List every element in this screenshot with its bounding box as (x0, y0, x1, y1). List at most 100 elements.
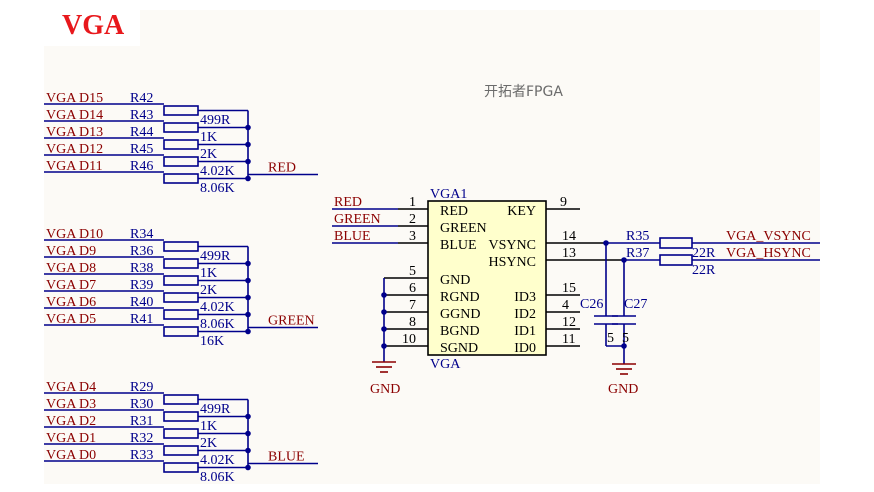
value-r35: 22R (692, 246, 716, 261)
ladder-row: VGA D10 R34 499R (44, 227, 248, 264)
right-pin-15: 15 ID3 (514, 281, 580, 305)
output-net-label: BLUE (268, 450, 305, 465)
right-pin-4: 4 ID2 (514, 298, 580, 322)
pin-name: ID2 (514, 307, 536, 322)
sync-section: R35 R37 22R 22R VGA_VSYNC VGA_HSYNC C26 … (580, 229, 820, 397)
pin-name: RED (440, 204, 468, 219)
right-pin-11: 11 ID0 (514, 332, 580, 356)
pin-number: 5 (409, 264, 416, 279)
pin-name: SGND (440, 341, 478, 356)
resistor-ref: R31 (130, 414, 153, 429)
signal-label: VGA D10 (46, 227, 103, 242)
resistor-value: 499R (200, 402, 231, 417)
right-pin-12: 12 ID1 (514, 315, 580, 339)
net-label-blue-in: BLUE (334, 229, 371, 244)
ref-c26: C26 (580, 297, 603, 312)
left-pin-3: 3 BLUE (398, 229, 477, 253)
signal-label: VGA D1 (46, 431, 96, 446)
resistor-value: 4.02K (200, 164, 235, 179)
signal-label: VGA D14 (46, 108, 103, 123)
pin-number: 4 (562, 298, 569, 313)
ladder-row: VGA D8 R38 2K (44, 261, 251, 298)
left-pin-8: 8 BGND (384, 315, 480, 339)
pin-number: 15 (562, 281, 576, 296)
ground-symbol-icon (612, 363, 636, 375)
signal-label: VGA D13 (46, 125, 103, 140)
pin-name: BGND (440, 324, 480, 339)
connector-ref: VGA1 (430, 187, 467, 202)
junction-dot (381, 326, 387, 332)
resistor-ref: R33 (130, 448, 153, 463)
resistor-value: 8.06K (200, 181, 235, 196)
ladder-row: VGA D11 R46 8.06K (44, 159, 251, 196)
pin-name: ID1 (514, 324, 536, 339)
net-label-vga-hsync: VGA_HSYNC (726, 246, 811, 261)
resistor-ref: R46 (130, 159, 153, 174)
net-label-green-in: GREEN (334, 212, 381, 227)
signal-label: VGA D12 (46, 142, 103, 157)
signal-label: VGA D8 (46, 261, 96, 276)
pin-number: 13 (562, 246, 576, 261)
left-pin-6: 6 RGND (384, 281, 480, 305)
resistor-value: 2K (200, 283, 217, 298)
pin-c27: 5 (622, 331, 629, 346)
resistor-ref: R38 (130, 261, 153, 276)
right-pin-13: 13 HSYNC (489, 246, 624, 270)
pin-name: HSYNC (489, 255, 536, 270)
pin-number: 12 (562, 315, 576, 330)
resistor-value: 8.06K (200, 317, 235, 332)
left-pin-5: 5 GND (384, 264, 470, 288)
signal-label: VGA D11 (46, 159, 103, 174)
resistor-ref: R42 (130, 91, 153, 106)
pin-name: GREEN (440, 221, 487, 236)
resistor-value: 499R (200, 249, 231, 264)
pin-number: 14 (562, 229, 576, 244)
value-r37: 22R (692, 263, 716, 278)
resistor-value: 2K (200, 147, 217, 162)
junction-dot (621, 343, 627, 349)
gnd-label-left: GND (370, 382, 400, 397)
pin-c26: 5 (607, 331, 614, 346)
resistor-ref: R32 (130, 431, 153, 446)
resistor-value: 499R (200, 113, 231, 128)
pin-name: ID3 (514, 290, 536, 305)
left-pin-10: 10 SGND (384, 332, 478, 356)
resistor-value: 1K (200, 266, 217, 281)
resistor-ref: R39 (130, 278, 153, 293)
resistor-value: 4.02K (200, 300, 235, 315)
right-pin-9: 9 KEY (507, 195, 580, 219)
signal-label: VGA D4 (46, 380, 96, 395)
right-pin-14: 14 VSYNC (489, 229, 606, 253)
signal-label: VGA D2 (46, 414, 96, 429)
resistor-ref: R34 (130, 227, 153, 242)
ref-c27: C27 (624, 297, 647, 312)
signal-label: VGA D9 (46, 244, 96, 259)
net-label-red-in: RED (334, 195, 362, 210)
pin-number: 1 (409, 195, 416, 210)
signal-label: VGA D7 (46, 278, 96, 293)
pin-number: 6 (409, 281, 416, 296)
signal-label: VGA D6 (46, 295, 96, 310)
ref-r35: R35 (626, 229, 649, 244)
left-pin-1: 1 RED (398, 195, 468, 219)
page-title: VGA (62, 10, 125, 41)
pin-number: 7 (409, 298, 416, 313)
pin-number: 2 (409, 212, 416, 227)
pin-number: 10 (402, 332, 416, 347)
pin-name: GND (440, 273, 470, 288)
pin-name: VSYNC (489, 238, 536, 253)
ref-r37: R37 (626, 246, 649, 261)
resistor-ref: R29 (130, 380, 153, 395)
resistor-value: 1K (200, 419, 217, 434)
title-background (0, 0, 140, 46)
pin-name: GGND (440, 307, 480, 322)
